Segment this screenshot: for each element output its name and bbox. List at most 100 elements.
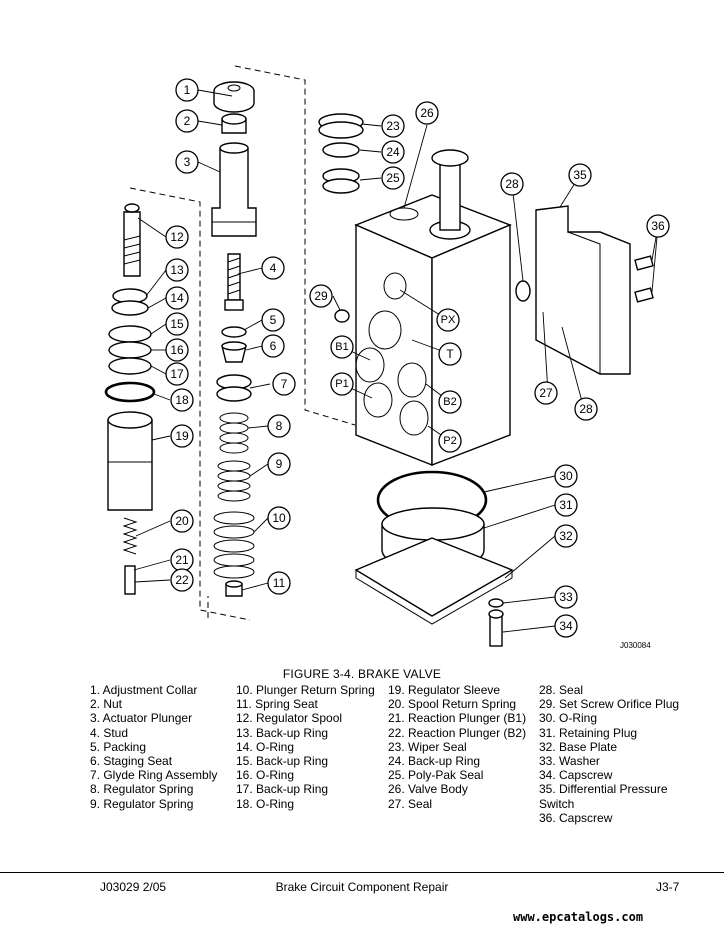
legend-item: 35. Differential Pressure Switch [539,782,668,811]
legend-item: 11. Spring Seat [236,697,318,712]
svg-text:8: 8 [276,419,283,433]
legend-item: 2. Nut [90,697,123,712]
figure-caption: FIGURE 3-4. BRAKE VALVE [282,667,442,681]
callout-24: 24 [381,140,405,164]
svg-text:35: 35 [573,168,587,182]
callout-22: 22 [170,568,194,592]
svg-text:21: 21 [175,553,189,567]
callout-16: 16 [165,338,189,362]
svg-text:4: 4 [270,261,277,275]
callout-5: 5 [261,308,285,332]
diagram-parts [104,65,654,647]
svg-text:31: 31 [559,498,573,512]
callout-26: 26 [415,101,439,125]
legend-item: 30. O-Ring [539,711,598,726]
callout-3: 3 [175,150,199,174]
callout-11: 11 [267,571,291,595]
svg-text:30: 30 [559,469,573,483]
callout-2: 2 [175,109,199,133]
callout-19: 19 [170,424,194,448]
callout-23: 23 [381,114,405,138]
svg-text:7: 7 [281,377,288,391]
callout-12: 12 [165,225,189,249]
callout-17: 17 [165,362,189,386]
callout-29: 29 [309,284,333,308]
footer-doc-id: J03029 2/05 [100,880,167,894]
svg-text:32: 32 [559,529,573,543]
legend-item: 31. Retaining Plug [539,725,638,740]
svg-text:18: 18 [175,393,189,407]
callout-4: 4 [261,256,285,280]
legend-item: 1. Adjustment Collar [90,683,198,697]
callout-32: 32 [554,524,578,548]
svg-text:PX: PX [441,314,456,326]
legend-item: 24. Back-up Ring [388,754,481,769]
svg-text:13: 13 [170,263,184,277]
svg-text:11: 11 [273,576,286,590]
brake-valve-exploded-diagram: 1 2 3 4 5 6 7 8 9 10 11 12 13 14 15 16 1… [104,65,670,650]
port-T: T [438,342,462,366]
svg-text:P1: P1 [335,378,348,390]
legend-item: 5. Packing [90,739,147,754]
footer-page-number: J3-7 [656,880,680,894]
callout-8: 8 [267,414,291,438]
svg-text:6: 6 [270,339,277,353]
port-P1: P1 [330,372,354,396]
watermark-url: www.epcatalogs.com [513,910,644,924]
legend-item: 33. Washer [539,754,600,769]
svg-text:25: 25 [386,171,400,185]
legend-item: 7. Glyde Ring Assembly [90,768,218,783]
legend-item: 32. Base Plate [539,739,618,754]
legend-item: 34. Capscrew [539,768,613,783]
svg-text:23: 23 [386,119,400,133]
svg-text:29: 29 [314,289,328,303]
legend-item: 21. Reaction Plunger (B1) [388,711,527,726]
legend-item: 15. Back-up Ring [236,754,329,769]
legend-item: 36. Capscrew [539,810,613,825]
svg-text:33: 33 [559,590,573,604]
callout-21: 21 [170,548,194,572]
callout-1: 1 [175,78,199,102]
callout-15: 15 [165,312,189,336]
callout-9: 9 [267,452,291,476]
svg-text:34: 34 [559,619,573,633]
svg-text:27: 27 [539,386,553,400]
legend-item: 8. Regulator Spring [90,782,194,797]
legend-item: 18. O-Ring [236,796,295,811]
svg-text:12: 12 [170,230,184,244]
svg-text:36: 36 [651,219,665,233]
legend-item: 25. Poly-Pak Seal [388,768,484,783]
svg-text:17: 17 [170,367,184,381]
svg-text:28: 28 [505,177,519,191]
port-B2: B2 [438,390,462,414]
legend-item: 17. Back-up Ring [236,782,329,797]
legend-item: 10. Plunger Return Spring [236,683,375,697]
callout-10: 10 [267,506,291,530]
footer-section-title: Brake Circuit Component Repair [275,880,449,894]
legend-item: 13. Back-up Ring [236,725,329,740]
svg-text:26: 26 [420,106,434,120]
port-PX: PX [436,308,460,332]
callout-35: 35 [568,163,592,187]
callout-34: 34 [554,614,578,638]
legend-item: 3. Actuator Plunger [90,711,193,726]
svg-text:28: 28 [579,402,593,416]
svg-text:1: 1 [184,83,191,97]
svg-text:2: 2 [184,114,191,128]
callout-7: 7 [272,372,296,396]
svg-text:22: 22 [175,573,189,587]
legend-item: 29. Set Screw Orifice Plug [539,697,680,712]
legend-item: 23. Wiper Seal [388,739,467,754]
callout-33: 33 [554,585,578,609]
callout-27: 27 [534,381,558,405]
svg-text:T: T [446,347,454,361]
callout-36: 36 [646,214,670,238]
legend-item: 4. Stud [90,725,129,740]
svg-text:20: 20 [175,514,189,528]
callout-13: 13 [165,258,189,282]
legend-item: 14. O-Ring [236,739,295,754]
svg-text:B1: B1 [335,341,348,353]
svg-text:P2: P2 [443,435,456,447]
